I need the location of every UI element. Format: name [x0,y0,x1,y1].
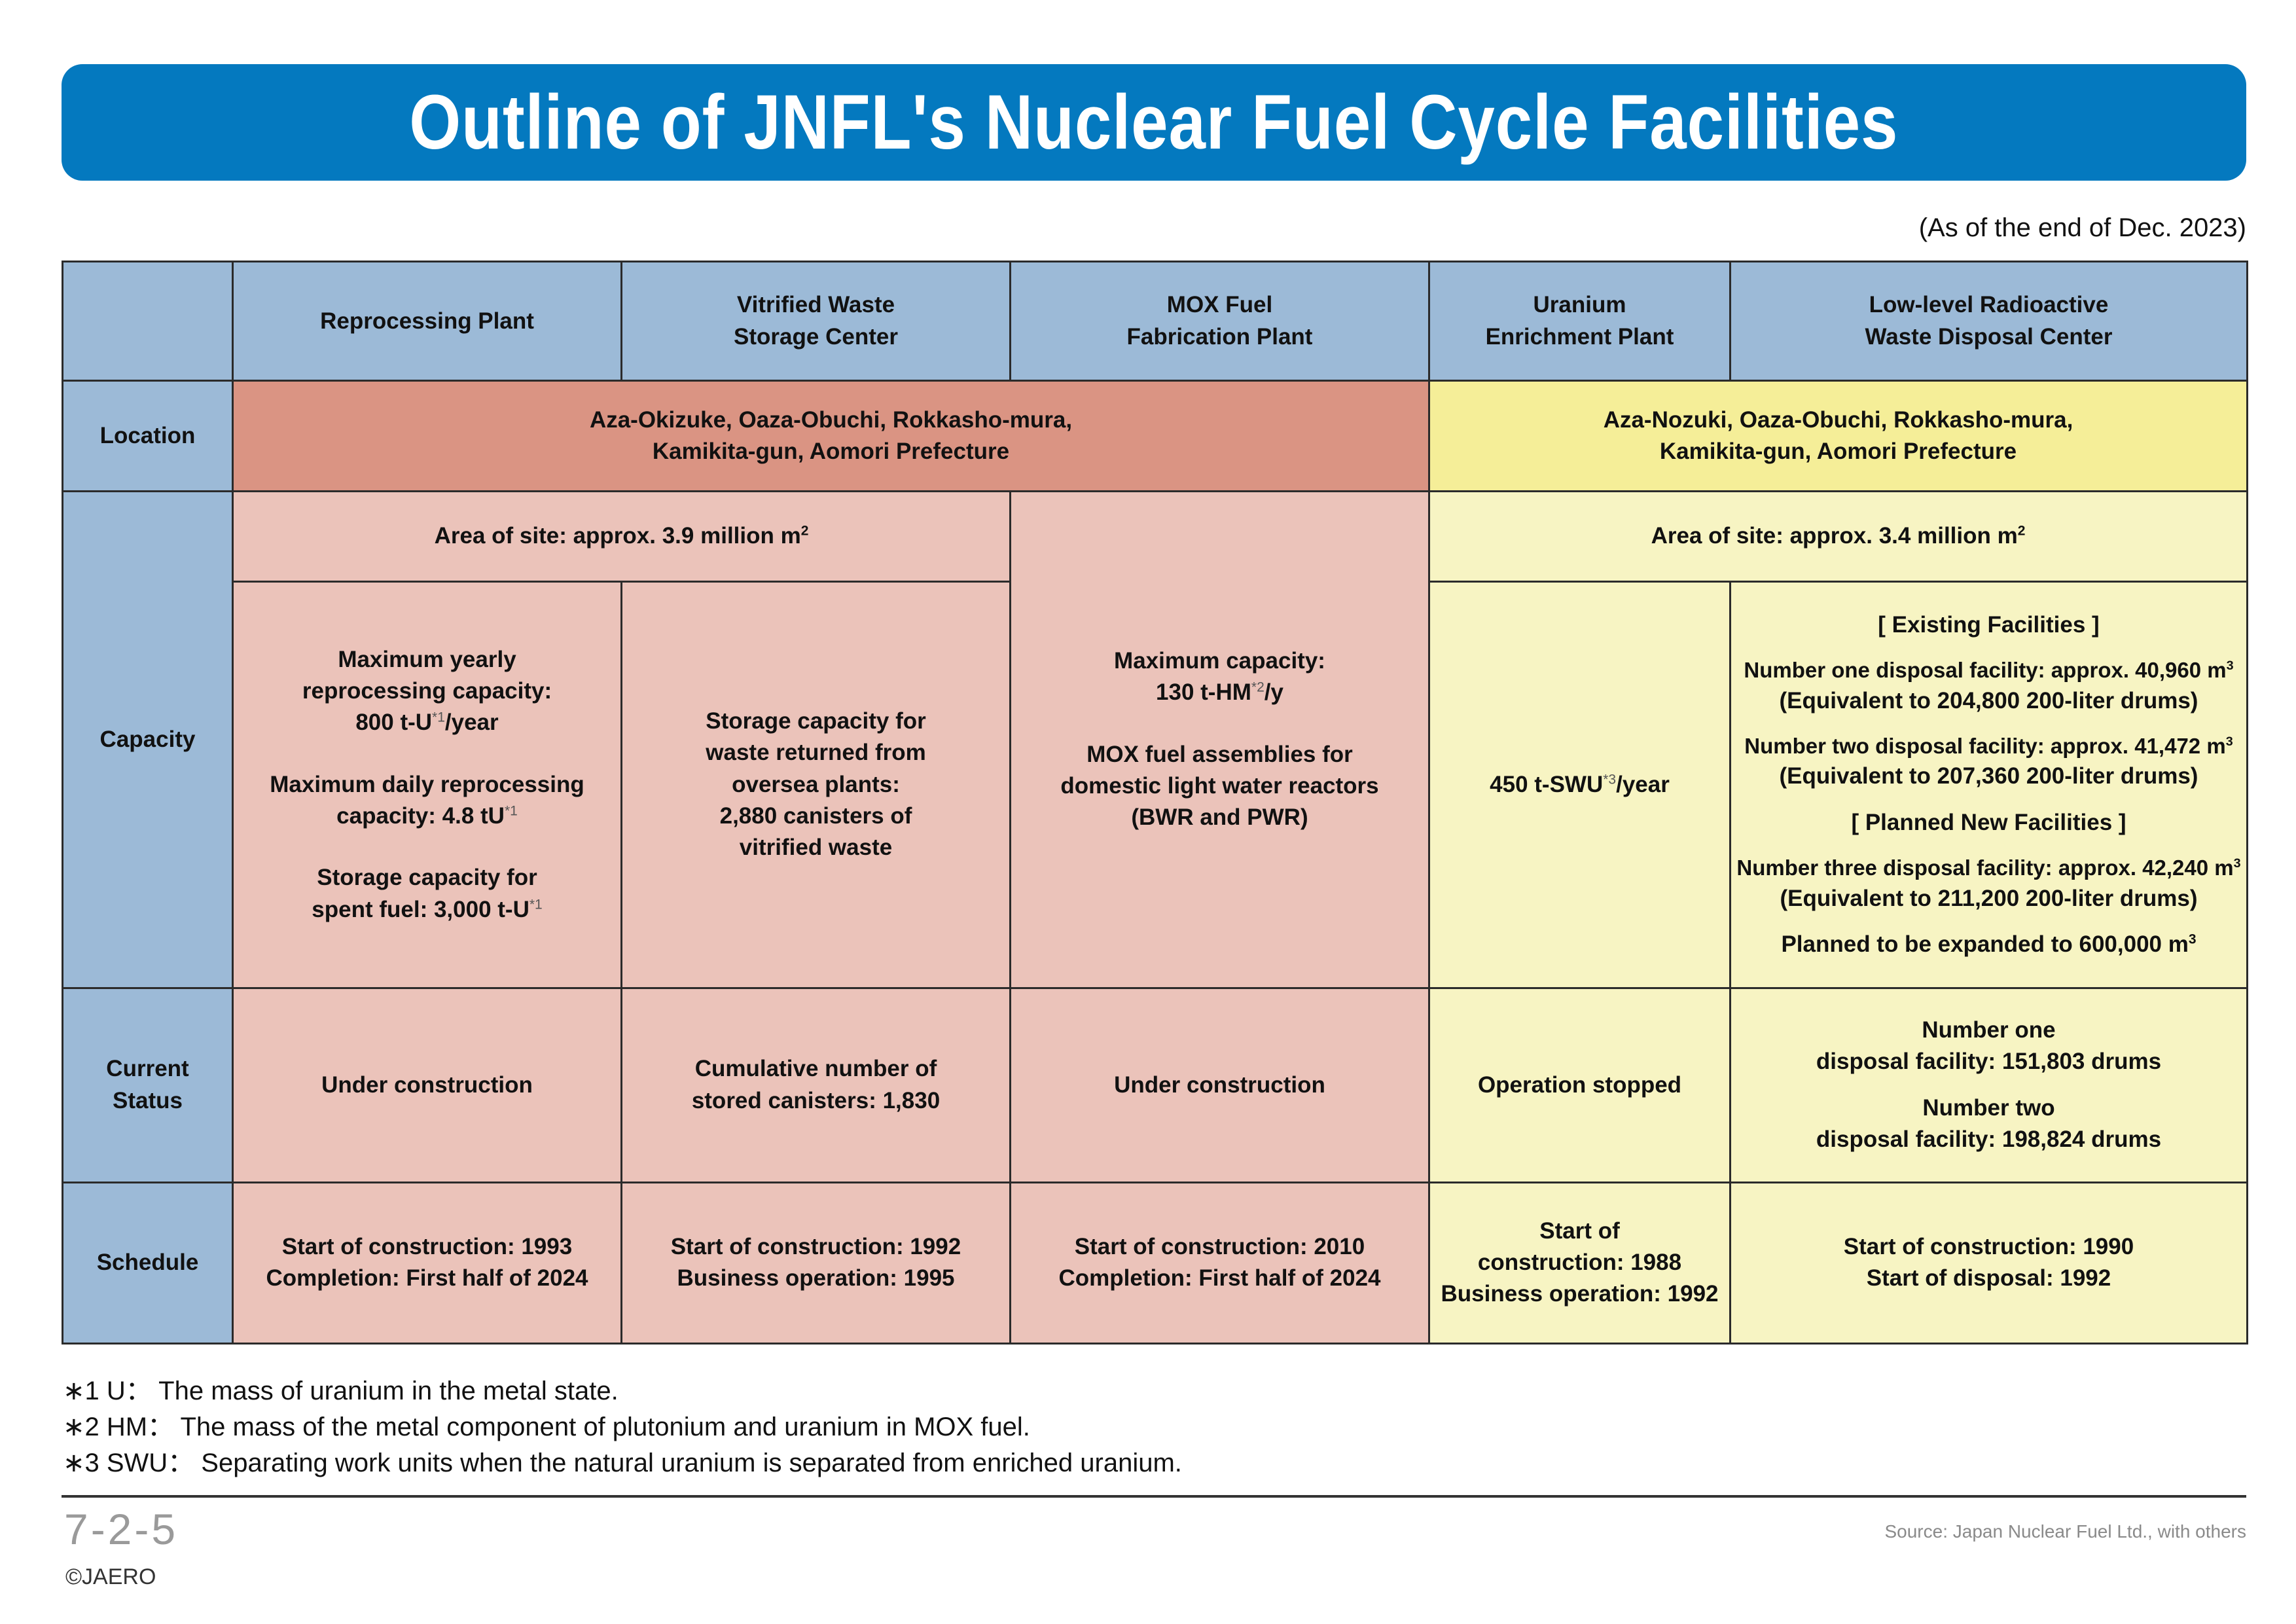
row-label-location: Location [62,380,234,492]
capacity-area-row: Capacity Area of site: approx. 3.9 milli… [62,490,2248,990]
footnote-3: ∗3 SWU： Separating work units when the n… [63,1449,1182,1477]
status-reprocessing: Under construction [232,987,622,1183]
row-label-schedule: Schedule [62,1181,234,1345]
corner-cell [62,260,234,382]
capacity-mox: Maximum capacity: 130 t-HM*2/y MOX fuel … [1009,490,1430,990]
capacity-vitrified: Storage capacity for waste returned from… [620,580,1011,990]
header-row: Reprocessing Plant Vitrified Waste Stora… [62,260,2248,382]
location-row: Location Aza-Okizuke, Oaza-Obuchi, Rokka… [62,380,2248,492]
capacity-uranium: 450 t-SWU*3/year [1428,580,1731,990]
schedule-mox: Start of construction: 2010 Completion: … [1009,1181,1430,1345]
status-row: Current Status Under construction Cumula… [62,987,2248,1183]
facilities-table: Reprocessing Plant Vitrified Waste Stora… [62,260,2248,1345]
source-credit: Source: Japan Nuclear Fuel Ltd., with ot… [1884,1521,2246,1542]
status-mox: Under construction [1009,987,1430,1183]
capacity-llw: [ Existing Facilities ] Number one dispo… [1729,580,2248,990]
status-llw: Number one disposal facility: 151,803 dr… [1729,987,2248,1183]
footer-divider [62,1495,2246,1498]
status-uranium: Operation stopped [1428,987,1731,1183]
col-header-llw: Low-level Radioactive Waste Disposal Cen… [1729,260,2248,382]
schedule-llw: Start of construction: 1990 Start of dis… [1729,1181,2248,1345]
capacity-reprocessing: Maximum yearly reprocessing capacity: 80… [232,580,622,990]
capacity-detail-row: Maximum yearly reprocessing capacity: 80… [63,580,2248,990]
schedule-vitrified: Start of construction: 1992 Business ope… [620,1181,1011,1345]
as-of-date: (As of the end of Dec. 2023) [1918,213,2246,242]
schedule-reprocessing: Start of construction: 1993 Completion: … [232,1181,622,1345]
schedule-row: Schedule Start of construction: 1993 Com… [62,1181,2248,1345]
title-banner: Outline of JNFL's Nuclear Fuel Cycle Fac… [62,64,2246,181]
copyright: ©JAERO [65,1564,156,1589]
row-label-capacity: Capacity [62,490,234,990]
footnote-2: ∗2 HM： The mass of the metal component o… [63,1413,1030,1441]
area-of-site-yellow: Area of site: approx. 3.4 million m2 [1428,490,2248,583]
footnote-1: ∗1 U： The mass of uranium in the metal s… [63,1377,619,1405]
col-header-uranium: Uranium Enrichment Plant [1428,260,1731,382]
row-label-status: Current Status [62,987,234,1183]
location-rokkasho-okizuke: Aza-Okizuke, Oaza-Obuchi, Rokkasho-mura,… [232,380,1430,492]
col-header-vitrified: Vitrified Waste Storage Center [620,260,1011,382]
page-number: 7-2-5 [64,1505,179,1553]
area-of-site-red: Area of site: approx. 3.9 million m2 [232,490,1011,583]
footnotes: ∗1 U： The mass of uranium in the metal s… [63,1373,1182,1481]
col-header-reprocessing: Reprocessing Plant [232,260,622,382]
location-rokkasho-nozuki: Aza-Nozuki, Oaza-Obuchi, Rokkasho-mura, … [1428,380,2248,492]
status-vitrified: Cumulative number of stored canisters: 1… [620,987,1011,1183]
col-header-mox: MOX Fuel Fabrication Plant [1009,260,1430,382]
page-title: Outline of JNFL's Nuclear Fuel Cycle Fac… [409,79,1899,166]
schedule-uranium: Start of construction: 1988 Business ope… [1428,1181,1731,1345]
